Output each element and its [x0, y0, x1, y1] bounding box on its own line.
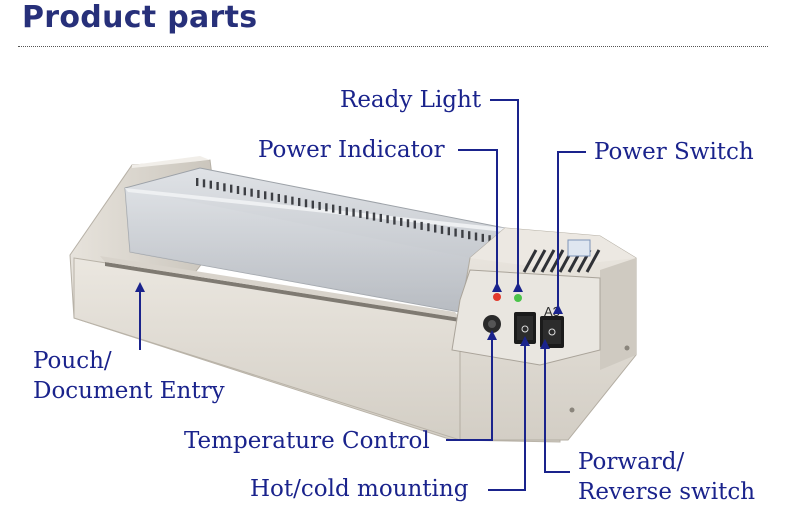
cover-vent-slot	[196, 178, 199, 186]
cover-vent-slot	[298, 197, 301, 206]
cover-vent-slot	[481, 233, 484, 242]
cover-vent-slot	[270, 192, 274, 201]
leader-arrowheads	[135, 282, 563, 349]
cover-vent-slot	[413, 220, 416, 229]
hot-cold-switch	[514, 312, 536, 344]
cover-vent-slot	[468, 231, 471, 240]
page-title: Product parts	[22, 0, 258, 35]
cover-vent-slot	[338, 205, 342, 214]
temperature-control-label: Temperature Control	[184, 428, 430, 454]
cover-vent-slot	[454, 228, 457, 237]
cover-vent-slot	[434, 224, 437, 233]
cover-vent-slot	[474, 232, 478, 241]
forward-reverse-switch	[540, 316, 564, 348]
cover-vent-slot	[304, 199, 308, 208]
cover-vent-slot	[277, 193, 280, 202]
cover-vent-slot	[447, 227, 450, 236]
brand-logo	[567, 239, 591, 257]
cover-vent-slot	[250, 188, 253, 197]
cover-vent-slot	[264, 191, 267, 200]
ready-light-label: Ready Light	[340, 87, 482, 113]
title-divider	[18, 46, 768, 47]
power-indicator-label: Power Indicator	[258, 137, 445, 163]
cover-vent-slot	[366, 211, 369, 220]
cover-vent-slot	[400, 217, 403, 226]
cover-vent-slot	[406, 219, 410, 228]
side-vent-slot	[540, 249, 556, 273]
side-vent-slot	[522, 249, 538, 273]
cover-vent-slot	[216, 181, 219, 190]
cover-vent-slot	[372, 212, 376, 221]
cover-vent-slot	[223, 183, 226, 192]
cover-vent-slot	[202, 179, 206, 188]
main-body	[73, 256, 561, 443]
cover-vent-slot	[284, 195, 287, 204]
hot-cold-mounting-label: Hot/cold mounting	[250, 476, 469, 502]
side-vent-slot	[531, 249, 547, 273]
cover-vent-slot	[427, 223, 430, 232]
forward-reverse-label-line2: Reverse switch	[578, 479, 756, 505]
cover-vent-slot	[420, 221, 423, 230]
top-cover	[124, 167, 507, 313]
forward-reverse-label-line1: Porward/	[578, 449, 685, 475]
cover-vent-slot	[393, 216, 396, 225]
model-text: A3	[544, 304, 560, 319]
cover-vent-slot	[488, 235, 491, 244]
cover-vent-slot	[379, 213, 382, 222]
pouch-label-line2: Document Entry	[33, 378, 225, 404]
cover-vent-slot	[236, 185, 240, 194]
leader-lines	[139, 99, 586, 491]
temperature-knob	[483, 315, 501, 333]
cover-vent-slot	[386, 215, 389, 224]
power-switch-label: Power Switch	[594, 139, 754, 165]
cover-vent-slot	[291, 196, 294, 205]
cover-vent-slot	[332, 204, 335, 213]
cover-vent-slot	[318, 201, 321, 210]
cover-vents	[196, 178, 491, 244]
side-vent-slot	[585, 249, 601, 273]
cover-vent-slot	[257, 189, 260, 198]
cover-vent-slot	[325, 203, 328, 212]
pouch-label-line1: Pouch/	[33, 348, 112, 374]
ready-light	[514, 294, 522, 302]
cover-vent-slot	[209, 180, 212, 189]
cover-vent-slot	[243, 187, 246, 196]
cover-vent-slot	[359, 209, 362, 218]
cover-vent-slot	[352, 208, 355, 217]
cover-vent-slot	[440, 225, 444, 234]
cover-vent-slot	[311, 200, 314, 209]
cover-vent-slot	[345, 207, 348, 216]
cover-vent-slot	[461, 229, 464, 238]
cover-vent-slot	[230, 184, 233, 193]
power-indicator-light	[493, 293, 501, 301]
